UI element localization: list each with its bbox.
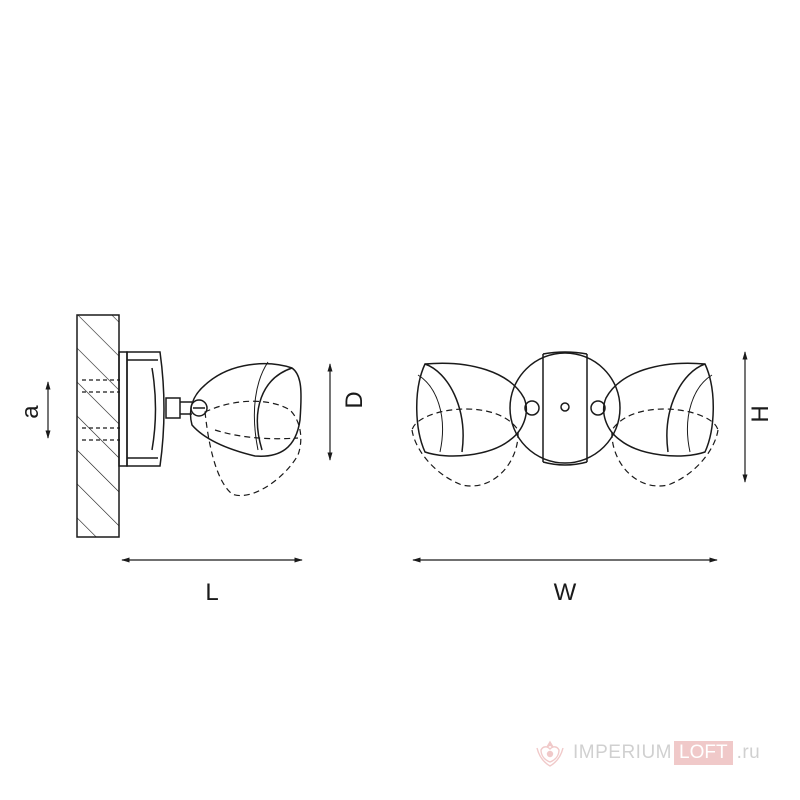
watermark-brand-box: LOFT <box>674 741 733 765</box>
right-shade-solid <box>602 362 714 457</box>
mounting-plate <box>118 351 128 467</box>
left-shade-dashed <box>411 408 519 487</box>
center-screw <box>560 402 570 412</box>
front-view <box>411 351 719 487</box>
crest-logo-icon <box>536 740 564 767</box>
label-H: H <box>747 405 774 422</box>
side-view <box>76 314 302 538</box>
wall-anchors <box>82 379 120 441</box>
swivel-arm <box>165 397 181 419</box>
label-W: W <box>554 579 577 606</box>
left-joint <box>524 400 540 416</box>
right-joint <box>590 400 606 416</box>
label-D: D <box>341 391 368 408</box>
shade-dashed <box>204 400 302 497</box>
shade-solid <box>189 363 302 457</box>
wall-section <box>76 314 120 538</box>
left-shade-solid <box>416 362 528 457</box>
canopy <box>126 351 165 467</box>
watermark: IMPERIUM LOFT .ru <box>533 735 760 771</box>
watermark-brand: IMPERIUM <box>573 742 672 763</box>
label-a: a <box>17 405 44 419</box>
center-canopy <box>509 352 621 464</box>
watermark-suffix: .ru <box>736 742 761 763</box>
right-shade-dashed <box>611 408 719 487</box>
label-L: L <box>205 579 218 606</box>
